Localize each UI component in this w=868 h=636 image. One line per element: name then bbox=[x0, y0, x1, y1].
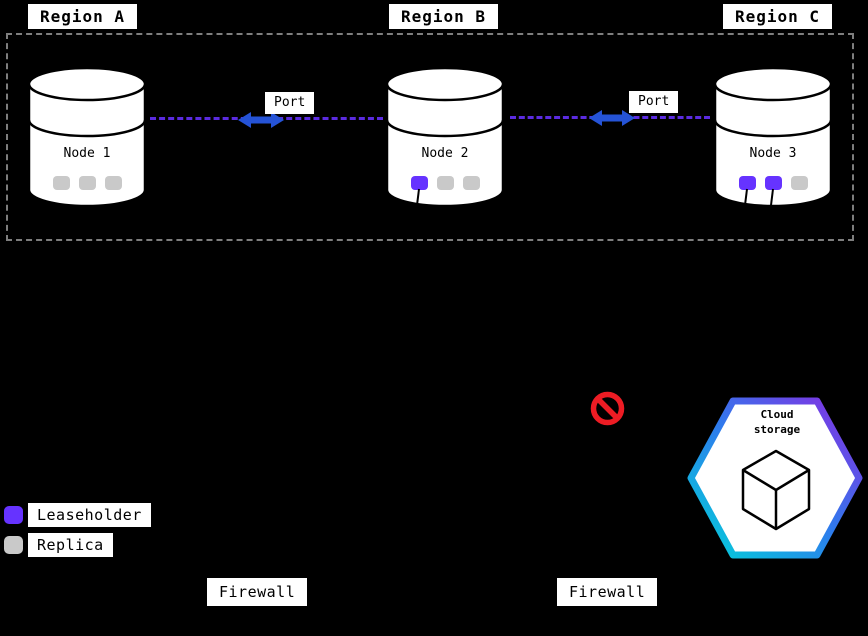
replica-chip bbox=[104, 176, 122, 190]
legend-leaseholder-label: Leaseholder bbox=[28, 503, 151, 527]
node-3: Node 3 bbox=[711, 64, 835, 212]
no-symbol-icon bbox=[590, 391, 625, 426]
cloud-storage-label: Cloud storage bbox=[753, 408, 801, 436]
legend-replica-label: Replica bbox=[28, 533, 113, 557]
replica-chip bbox=[738, 176, 756, 190]
replica-chip bbox=[52, 176, 70, 190]
node-label: Node 3 bbox=[749, 146, 797, 161]
double-arrow-icon bbox=[589, 110, 635, 126]
replica-chip bbox=[410, 176, 428, 190]
legend-swatch bbox=[4, 536, 23, 554]
firewall-label: Firewall bbox=[557, 578, 658, 606]
replica-chip bbox=[764, 176, 782, 190]
double-arrow-icon bbox=[238, 112, 284, 128]
cube-icon bbox=[741, 449, 811, 531]
region-c-label: Region C bbox=[723, 4, 833, 30]
replica-chip bbox=[78, 176, 96, 190]
legend-swatch bbox=[4, 506, 23, 524]
node-1: Node 1 bbox=[25, 64, 149, 212]
region-a-label: Region A bbox=[28, 4, 138, 30]
replica-row bbox=[383, 176, 507, 190]
port-label: Port bbox=[629, 91, 679, 113]
replica-row bbox=[711, 176, 835, 190]
region-b-label: Region B bbox=[389, 4, 499, 30]
cluster-boundary-box bbox=[6, 33, 854, 241]
replica-row bbox=[25, 176, 149, 190]
port-label: Port bbox=[265, 92, 315, 114]
replica-chip bbox=[436, 176, 454, 190]
node-2: Node 2 bbox=[383, 64, 507, 212]
firewall-label: Firewall bbox=[207, 578, 308, 606]
database-cylinder-icon bbox=[27, 66, 147, 208]
node-label: Node 2 bbox=[421, 146, 469, 161]
node-label: Node 1 bbox=[63, 146, 111, 161]
cloud-storage-hexagon bbox=[687, 397, 863, 559]
replica-chip bbox=[462, 176, 480, 190]
replica-chip bbox=[790, 176, 808, 190]
